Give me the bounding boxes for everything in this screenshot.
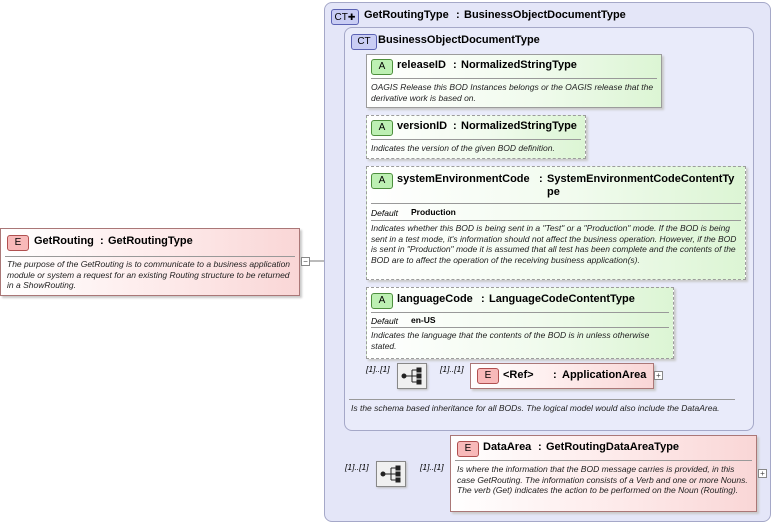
root-element-box[interactable]: E GetRouting : GetRoutingType The purpos… <box>0 228 300 296</box>
sequence-icon[interactable] <box>376 461 406 487</box>
divider <box>455 460 752 461</box>
attribute-description: Indicates the version of the given BOD d… <box>371 143 555 153</box>
default-value: en-US <box>411 315 436 325</box>
element-description: Is where the information that the BOD me… <box>457 464 748 495</box>
element-badge: E <box>7 235 29 251</box>
element-separator: : <box>538 441 542 453</box>
attribute-description: Indicates the language that the contents… <box>371 330 650 351</box>
attribute-type: NormalizedStringType <box>461 59 577 71</box>
attribute-name: languageCode <box>397 293 473 305</box>
sequence-cardinality: [1]..[1] <box>345 462 369 472</box>
complex-type-badge: CT✚ <box>331 9 359 25</box>
default-value: Production <box>411 207 456 217</box>
element-type: ApplicationArea <box>562 369 647 381</box>
application-area-element[interactable]: E <Ref> : ApplicationArea <box>470 363 654 389</box>
attribute-release-id[interactable]: A releaseID : NormalizedStringType OAGIS… <box>366 54 662 108</box>
attribute-separator: : <box>453 120 457 132</box>
attribute-badge: A <box>371 120 393 136</box>
attribute-separator: : <box>481 293 485 305</box>
element-separator: : <box>553 369 557 381</box>
divider <box>371 327 669 328</box>
complex-type-name: GetRoutingType <box>364 9 449 21</box>
attribute-badge: A <box>371 173 393 189</box>
attribute-type: LanguageCodeContentType <box>489 293 635 305</box>
element-cardinality: [1]..[1] <box>440 364 464 374</box>
attribute-description: Indicates whether this BOD is being sent… <box>371 223 737 265</box>
attribute-name: versionID <box>397 120 448 132</box>
attribute-version-id[interactable]: A versionID : NormalizedStringType Indic… <box>366 115 586 159</box>
attribute-name: systemEnvironmentCode <box>397 173 530 185</box>
complex-type-separator: : <box>456 9 460 21</box>
element-type: GetRoutingType <box>108 235 193 247</box>
element-separator: : <box>100 235 104 247</box>
attribute-badge: A <box>371 293 393 309</box>
sequence-cardinality: [1]..[1] <box>366 364 390 374</box>
data-area-element[interactable]: E DataArea : GetRoutingDataAreaType Is w… <box>450 435 757 512</box>
attribute-separator: : <box>539 173 543 185</box>
attribute-system-environment-code[interactable]: A systemEnvironmentCode : SystemEnvironm… <box>366 166 746 280</box>
element-badge: E <box>477 368 499 384</box>
element-badge: E <box>457 441 479 457</box>
sequence-icon-glyph <box>401 367 422 385</box>
base-type-name: BusinessObjectDocumentType <box>378 34 540 46</box>
expand-plus-icon[interactable]: + <box>654 371 663 380</box>
element-description: The purpose of the GetRouting is to comm… <box>7 259 291 290</box>
element-cardinality: [1]..[1] <box>420 462 444 472</box>
attribute-type: SystemEnvironmentCodeContentTy pe <box>547 173 735 198</box>
element-name: DataArea <box>483 441 532 453</box>
attribute-type: NormalizedStringType <box>461 120 577 132</box>
divider <box>371 78 657 79</box>
default-label: Default <box>371 316 398 326</box>
attribute-language-code[interactable]: A languageCode : LanguageCodeContentType… <box>366 287 674 359</box>
sequence-icon[interactable] <box>397 363 427 389</box>
divider <box>349 399 735 400</box>
divider <box>371 220 741 221</box>
default-label: Default <box>371 208 398 218</box>
attribute-separator: : <box>453 59 457 71</box>
extension-icon: ✚ <box>347 12 356 22</box>
collapse-minus-icon[interactable]: − <box>301 257 310 266</box>
base-type-badge: CT <box>351 34 377 50</box>
element-name: <Ref> <box>503 369 534 381</box>
divider <box>371 203 741 204</box>
attribute-badge: A <box>371 59 393 75</box>
divider <box>5 256 295 257</box>
attribute-description: OAGIS Release this BOD Instances belongs… <box>371 82 654 103</box>
complex-type-base: BusinessObjectDocumentType <box>464 9 626 21</box>
sequence-icon-glyph <box>380 465 401 483</box>
element-type: GetRoutingDataAreaType <box>546 441 680 453</box>
expand-plus-icon[interactable]: + <box>758 469 767 478</box>
attribute-name: releaseID <box>397 59 446 71</box>
divider <box>371 312 669 313</box>
base-type-description: Is the schema based inheritance for all … <box>351 403 720 413</box>
element-name: GetRouting <box>34 235 94 247</box>
divider <box>371 139 581 140</box>
